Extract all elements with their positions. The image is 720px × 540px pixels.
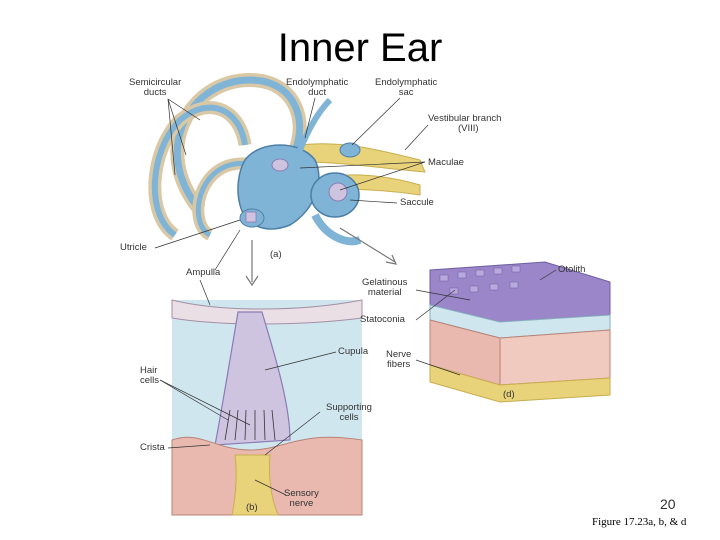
label-nerve-fibers-line2: fibers bbox=[387, 359, 411, 370]
panel-b-crista bbox=[159, 279, 363, 516]
label-ampulla: Ampulla bbox=[186, 267, 221, 278]
label-endolymphatic-duct: Endolymphatic duct bbox=[286, 78, 348, 98]
label-vestibular-branch-line1: Vestibular branch bbox=[428, 113, 502, 124]
panel-a-leader-lines bbox=[154, 97, 429, 271]
label-sensory-nerve-line1: Sensory bbox=[284, 488, 319, 499]
endolymphatic-duct bbox=[297, 97, 333, 152]
panel-b-leader-lines bbox=[159, 279, 337, 496]
panel-d-leader-lines bbox=[415, 269, 557, 376]
label-endolymphatic-sac: Endolymphatic sac bbox=[375, 78, 437, 98]
label-sensory-nerve: Sensory nerve bbox=[284, 489, 319, 509]
label-vestibular-branch: Vestibular branch (VIII) bbox=[428, 114, 501, 134]
label-sensory-nerve-line2: nerve bbox=[289, 498, 314, 509]
label-gelatinous-material: Gelatinous material bbox=[362, 278, 407, 298]
label-saccule: Saccule bbox=[400, 197, 434, 208]
label-panel-a: (a) bbox=[270, 249, 282, 260]
label-nerve-fibers: Nerve fibers bbox=[386, 350, 411, 370]
macula-utricle bbox=[271, 158, 289, 172]
label-vestibular-branch-line2: (VIII) bbox=[458, 123, 479, 134]
label-supporting-cells-line1: Supporting bbox=[326, 402, 372, 413]
panel-a-labyrinth bbox=[148, 72, 429, 287]
hair-cell-stereocilia bbox=[224, 409, 276, 441]
figure-caption: Figure 17.23a, b, & d bbox=[592, 516, 687, 528]
label-nerve-fibers-line1: Nerve bbox=[386, 349, 412, 360]
macula-saccule bbox=[328, 182, 348, 202]
cochlear-duct-stub bbox=[311, 213, 362, 246]
label-endolymphatic-duct-line1: Endolymphatic bbox=[286, 77, 349, 88]
label-semicircular-ducts-line2: ducts bbox=[143, 87, 167, 98]
panel-d-macula bbox=[415, 261, 611, 403]
label-semicircular-ducts: Semicircular ducts bbox=[129, 78, 181, 98]
label-gelatinous-material-line1: Gelatinous bbox=[362, 277, 408, 288]
slide-title: Inner Ear bbox=[277, 26, 443, 70]
endolymphatic-sac bbox=[339, 142, 361, 158]
ampulla-wall bbox=[171, 299, 363, 325]
sensory-nerve-bundle bbox=[231, 454, 279, 516]
cupula bbox=[214, 311, 291, 446]
label-semicircular-ducts-line1: Semicircular bbox=[129, 77, 182, 88]
label-statoconia: Statoconia bbox=[360, 314, 405, 325]
label-otolith: Otolith bbox=[558, 264, 586, 275]
label-panel-d: (d) bbox=[503, 389, 515, 400]
label-gelatinous-material-line2: material bbox=[367, 287, 402, 298]
arrow-to-panel-d bbox=[339, 227, 398, 265]
label-panel-b: (b) bbox=[246, 502, 258, 513]
arrow-to-panel-b bbox=[245, 240, 259, 287]
label-endolymphatic-duct-line2: duct bbox=[308, 87, 327, 98]
utricle-body bbox=[237, 144, 320, 230]
label-crista: Crista bbox=[140, 442, 165, 453]
label-endolymphatic-sac-line1: Endolymphatic bbox=[375, 77, 438, 88]
vestibular-nerve bbox=[299, 143, 426, 173]
label-hair-cells-line1: Hair bbox=[140, 365, 158, 376]
label-supporting-cells: Supporting cells bbox=[326, 403, 372, 423]
label-utricle: Utricle bbox=[120, 242, 147, 253]
label-hair-cells: Hair cells bbox=[140, 366, 159, 386]
label-supporting-cells-line2: cells bbox=[339, 412, 359, 423]
label-hair-cells-line2: cells bbox=[140, 375, 160, 386]
label-cupula: Cupula bbox=[338, 346, 369, 357]
epithelium-side bbox=[499, 329, 611, 386]
slide-number: 20 bbox=[660, 496, 676, 512]
nerve-fiber-layer bbox=[429, 364, 611, 403]
label-endolymphatic-sac-line2: sac bbox=[398, 87, 414, 98]
label-maculae: Maculae bbox=[428, 157, 464, 168]
